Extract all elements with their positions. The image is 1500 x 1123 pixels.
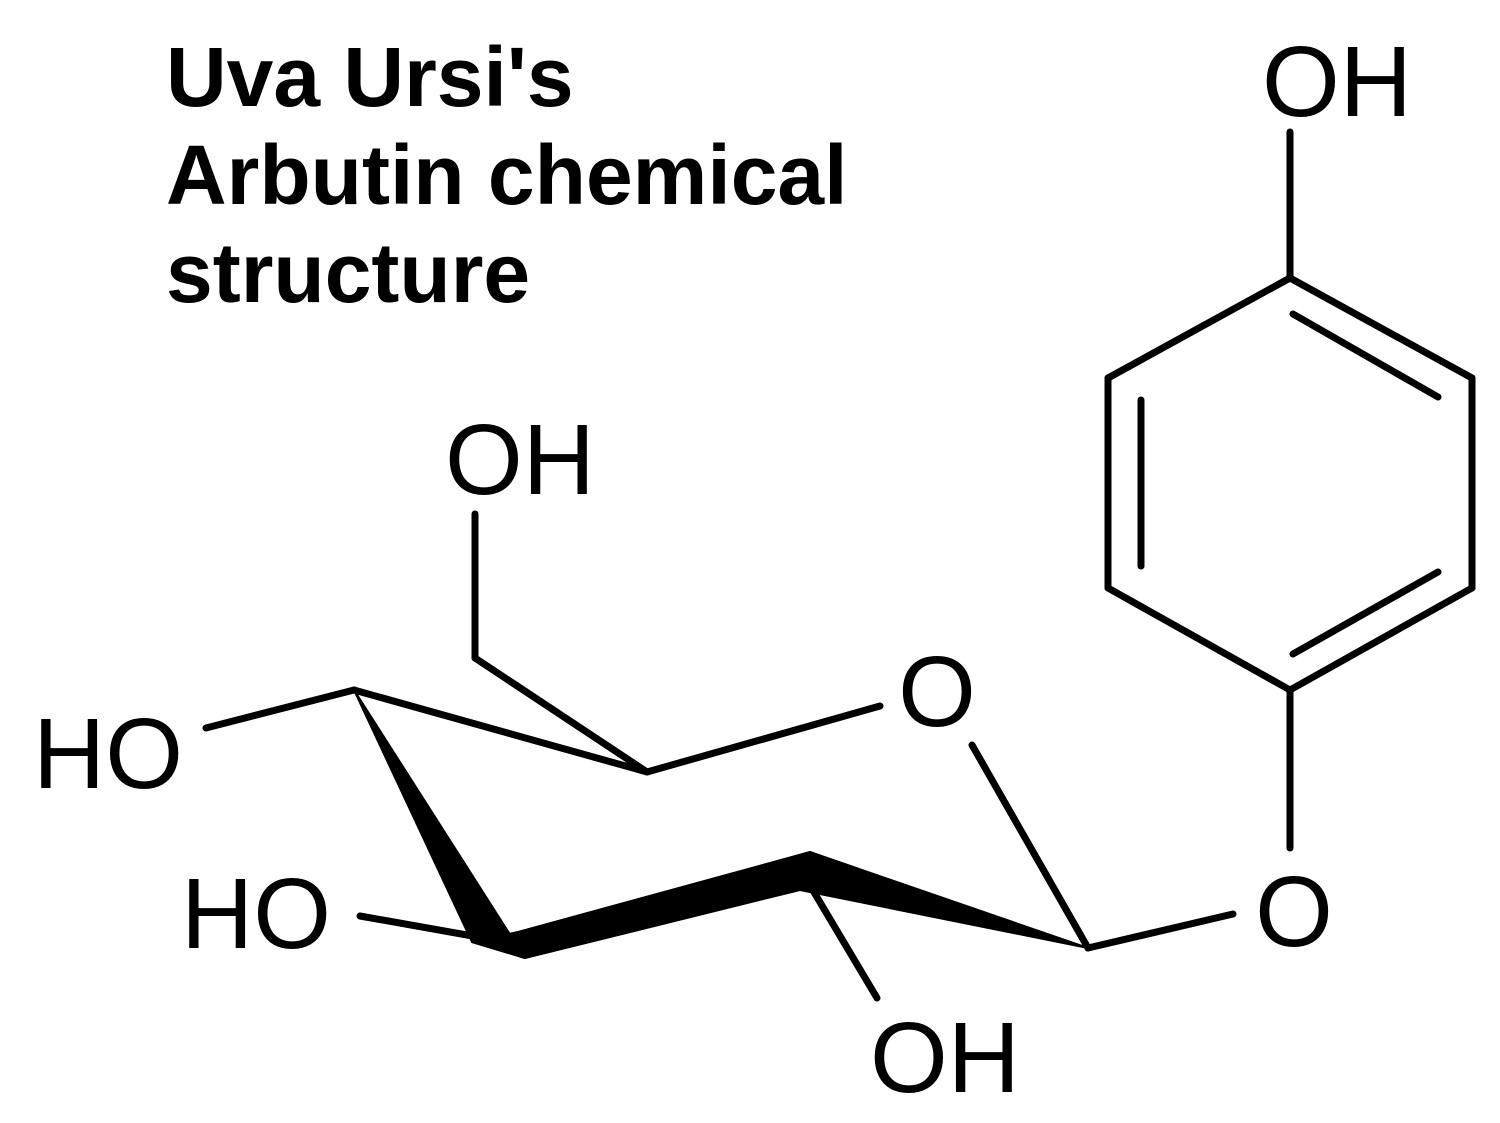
- bond-c5-c6: [471, 654, 651, 776]
- bond-benzene-double-upper: [1289, 310, 1442, 401]
- bond-benzene-c6-c1: [1104, 274, 1294, 382]
- title-line-2: Arbutin chemical: [166, 128, 848, 222]
- bond-benzene-c4-c5: [1104, 584, 1294, 694]
- bond-c3-oh: [356, 912, 499, 944]
- bond-c5-ring-o: [643, 702, 884, 776]
- bond-anomeric-o: [1084, 910, 1237, 952]
- label-c2-oh: OH: [870, 1002, 1020, 1114]
- bond-benzene-double-lower: [1289, 568, 1442, 658]
- diagram-title: Uva Ursi's Arbutin chemical structure: [166, 28, 1066, 322]
- bond-c4-c5: [350, 686, 651, 776]
- label-ring-o: O: [898, 636, 976, 748]
- label-phenol-oh: OH: [1262, 26, 1412, 138]
- label-c6-oh: OH: [445, 404, 595, 516]
- bold-bond-c2-c3: [471, 851, 811, 959]
- label-c3-ho: HO: [181, 858, 331, 970]
- title-line-3: structure: [166, 226, 531, 320]
- bond-benzene-c1-c2: [1286, 274, 1476, 382]
- pyranose-ring: [350, 686, 1092, 959]
- bond-benzene-c3-c4: [1286, 584, 1476, 694]
- title-line-1: Uva Ursi's: [166, 30, 574, 124]
- label-c4-ho: HO: [33, 698, 183, 810]
- bond-c4-oh: [202, 686, 358, 732]
- label-glycosidic-o: O: [1255, 856, 1333, 968]
- benzene-ring: [1104, 274, 1476, 694]
- bond-ring-o-c1: [968, 741, 1092, 952]
- bond-c2-oh: [798, 868, 881, 1002]
